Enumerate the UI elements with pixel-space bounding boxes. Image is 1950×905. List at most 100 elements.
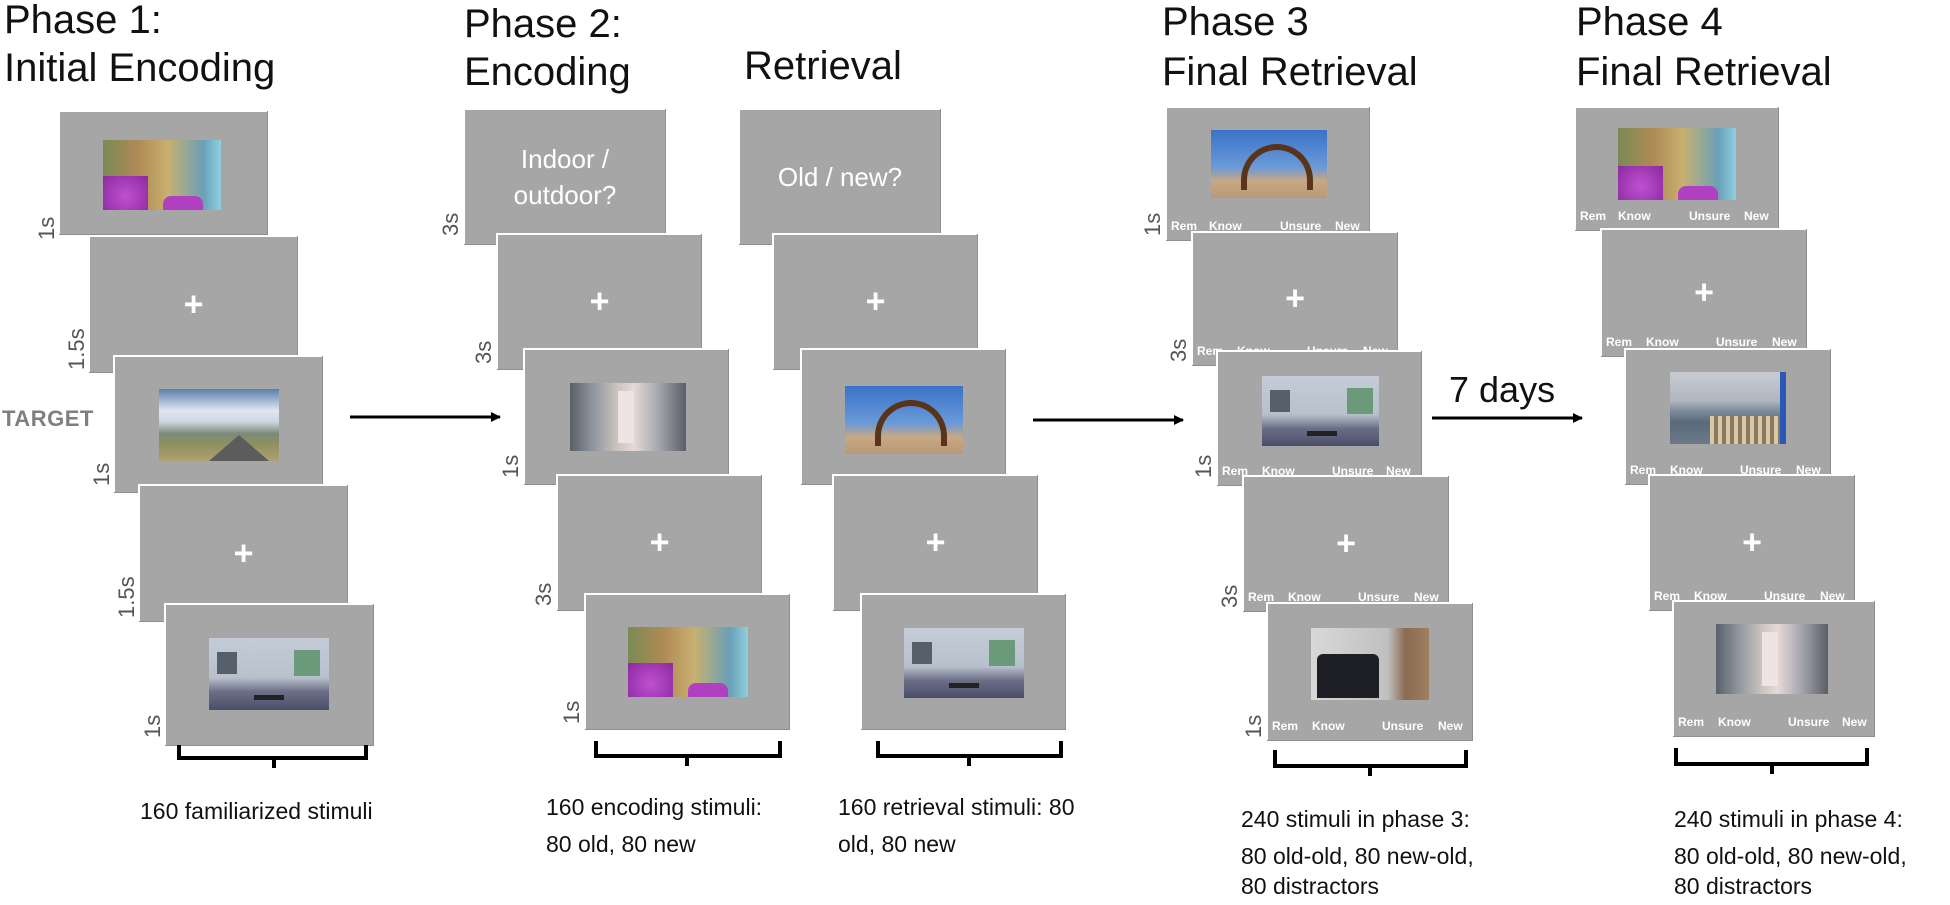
response-know: Know	[1288, 590, 1321, 604]
flowers-garden-photo	[628, 627, 748, 697]
art-gallery-photo	[1262, 376, 1379, 446]
caption-phase4-line2: 80 old-old, 80 new-old,	[1674, 843, 1907, 869]
response-know: Know	[1262, 464, 1295, 478]
phase1-subtitle: Initial Encoding	[4, 46, 276, 90]
hallway-room-photo	[1716, 624, 1828, 694]
p2-frame-flowers	[584, 593, 789, 729]
p4-frame-fixation: + Rem Know Unsure New	[1600, 228, 1806, 356]
caption-retrieval-line2: old, 80 new	[838, 831, 956, 857]
phase2-title: Phase 2:	[464, 2, 622, 46]
brace-phase2-encoding	[594, 741, 782, 766]
fixation-cross: +	[1694, 273, 1714, 312]
response-know: Know	[1670, 463, 1703, 477]
caption-encoding-line1: 160 encoding stimuli:	[546, 794, 763, 820]
fixation-cross: +	[589, 282, 610, 321]
p2-frame-oldnew-question: Old / new?	[738, 108, 940, 244]
phase2-retrieval-title: Retrieval	[744, 44, 902, 88]
caption-phase1: 160 familiarized stimuli	[140, 798, 373, 824]
caption-phase4-line1: 240 stimuli in phase 4:	[1674, 806, 1903, 832]
target-label: TARGET	[2, 406, 94, 431]
response-unsure: Unsure	[1280, 219, 1322, 233]
caption-retrieval-line1: 160 retrieval stimuli: 80	[838, 794, 1075, 820]
response-new: New	[1438, 719, 1463, 733]
p1-frame-target	[113, 355, 322, 492]
response-new: New	[1842, 715, 1867, 729]
response-know: Know	[1209, 219, 1242, 233]
p1-frame-gallery	[164, 603, 373, 745]
response-unsure: Unsure	[1788, 715, 1830, 729]
caption-phase3-line2: 80 old-old, 80 new-old,	[1241, 843, 1474, 869]
p2-frame-hallway	[523, 348, 728, 484]
response-know: Know	[1646, 335, 1679, 349]
response-unsure: Unsure	[1716, 335, 1758, 349]
response-rem: Rem	[1630, 463, 1657, 477]
old-new-prompt: Old / new?	[777, 162, 903, 192]
response-know: Know	[1718, 715, 1751, 729]
p2r-frame-gallery	[860, 593, 1065, 729]
p2r-frame-fixation-2: +	[832, 474, 1037, 610]
response-new: New	[1414, 590, 1439, 604]
sculpture-plaza-photo	[1211, 130, 1327, 198]
p3-frame-sofa: Rem Know Unsure New	[1266, 602, 1472, 740]
p2-frame-indoor-question: Indoor / outdoor?	[463, 108, 665, 244]
lake-dock-photo	[1670, 372, 1786, 444]
caption-phase3-line1: 240 stimuli in phase 3:	[1241, 806, 1470, 832]
response-rem: Rem	[1272, 719, 1299, 733]
response-new: New	[1744, 209, 1769, 223]
p4-frame-lake: Rem Know Unsure New	[1624, 348, 1830, 484]
p4-frame-fixation-2: + Rem Know Unsure New	[1648, 474, 1854, 610]
delay-label: 7 days	[1449, 369, 1556, 410]
p2r-frame-sculpture	[800, 348, 1005, 484]
fixation-cross: +	[1742, 523, 1762, 562]
fixation-cross: +	[1285, 279, 1305, 318]
fixation-cross: +	[865, 282, 886, 321]
p4-frame-flowers: Rem Know Unsure New	[1574, 106, 1778, 230]
response-unsure: Unsure	[1382, 719, 1424, 733]
phase4-subtitle: Final Retrieval	[1576, 50, 1832, 94]
phase4-title: Phase 4	[1576, 0, 1723, 44]
response-unsure: Unsure	[1358, 590, 1400, 604]
phase3-title: Phase 3	[1162, 0, 1309, 44]
response-rem: Rem	[1606, 335, 1633, 349]
response-new: New	[1772, 335, 1797, 349]
art-gallery-photo	[904, 628, 1024, 698]
p1-frame-fixation: +	[88, 235, 297, 372]
p3-frame-gallery: Rem Know Unsure New	[1216, 350, 1421, 485]
p3-frame-fixation: + Rem Know Unsure New	[1191, 231, 1397, 365]
response-rem: Rem	[1678, 715, 1705, 729]
phase2-subtitle: Encoding	[464, 50, 631, 94]
p3-frame-sculpture: Rem Know Unsure New	[1165, 106, 1369, 240]
response-know: Know	[1618, 209, 1651, 223]
response-unsure: Unsure	[1740, 463, 1782, 477]
p2r-frame-fixation: +	[772, 233, 977, 369]
response-rem: Rem	[1222, 464, 1249, 478]
response-unsure: Unsure	[1764, 589, 1806, 603]
response-know: Know	[1312, 719, 1345, 733]
fixation-cross: +	[649, 523, 670, 562]
fixation-cross: +	[233, 533, 254, 572]
living-room-sofa-photo	[1311, 628, 1429, 700]
p3-frame-fixation-2: + Rem Know Unsure New	[1242, 475, 1448, 611]
p2-frame-fixation-2: +	[556, 474, 761, 610]
response-know: Know	[1694, 589, 1727, 603]
p4-frame-hallway: Rem Know Unsure New	[1672, 600, 1874, 736]
mountain-road-photo	[159, 389, 279, 461]
caption-encoding-line2: 80 old, 80 new	[546, 831, 696, 857]
caption-phase4-line3: 80 distractors	[1674, 873, 1813, 899]
flowers-garden-photo	[1618, 128, 1736, 200]
brace-phase4	[1674, 748, 1869, 774]
fixation-cross: +	[1336, 524, 1356, 563]
hallway-room-photo	[570, 383, 686, 451]
fixation-cross: +	[183, 284, 204, 323]
brace-phase3	[1273, 750, 1468, 776]
response-unsure: Unsure	[1332, 464, 1374, 478]
response-unsure: Unsure	[1689, 209, 1731, 223]
flowers-garden-photo	[103, 140, 221, 210]
brace-phase1	[177, 745, 368, 768]
p2-frame-fixation: +	[496, 233, 701, 369]
phase1-title: Phase 1:	[4, 0, 162, 42]
art-gallery-photo	[209, 638, 329, 710]
response-new: New	[1820, 589, 1845, 603]
sculpture-plaza-photo	[845, 386, 963, 454]
